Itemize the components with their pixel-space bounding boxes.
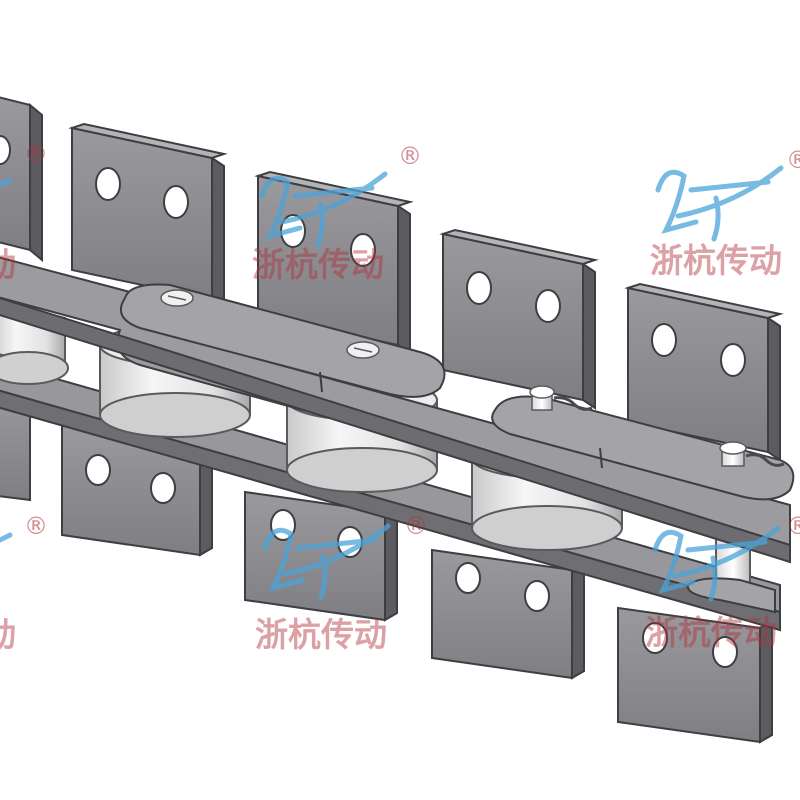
watermark-logo	[652, 525, 781, 602]
watermark-text: 浙杭传动	[252, 245, 384, 284]
watermark-text: 浙杭传动	[0, 245, 16, 284]
cotter-pin	[529, 385, 593, 411]
lower-tab	[431, 548, 585, 680]
link-plate	[686, 577, 776, 614]
registered-mark: ®	[24, 140, 48, 168]
link-plate	[491, 395, 795, 501]
registered-mark: ®	[404, 512, 428, 540]
watermark-text: 浙杭传动	[650, 241, 782, 280]
registered-mark: ®	[786, 512, 800, 540]
upper-tab	[439, 228, 599, 410]
upper-tab	[68, 122, 228, 310]
lower-tab	[61, 423, 213, 557]
watermark-text: 浙杭传动	[255, 615, 387, 654]
rivets	[160, 289, 785, 467]
rivet-head	[346, 341, 380, 359]
registered-mark: ®	[398, 142, 422, 170]
watermark-logo	[0, 177, 13, 543]
registered-mark: ®	[786, 146, 800, 174]
link-plate	[120, 283, 446, 398]
watermark-text: 浙杭传动	[645, 613, 777, 652]
watermark-text: 浙杭传动	[0, 615, 16, 654]
upper-tab	[0, 96, 43, 263]
upper-tab	[624, 282, 784, 462]
watermark-logo	[262, 523, 391, 600]
registered-mark: ®	[24, 512, 48, 540]
rivet-head	[160, 289, 194, 307]
watermark-logo	[655, 165, 784, 242]
upper-attachment-tabs	[0, 96, 784, 462]
cotter-pin	[719, 441, 785, 467]
upper-link-plates	[0, 256, 795, 614]
watermark-logo	[259, 171, 388, 248]
